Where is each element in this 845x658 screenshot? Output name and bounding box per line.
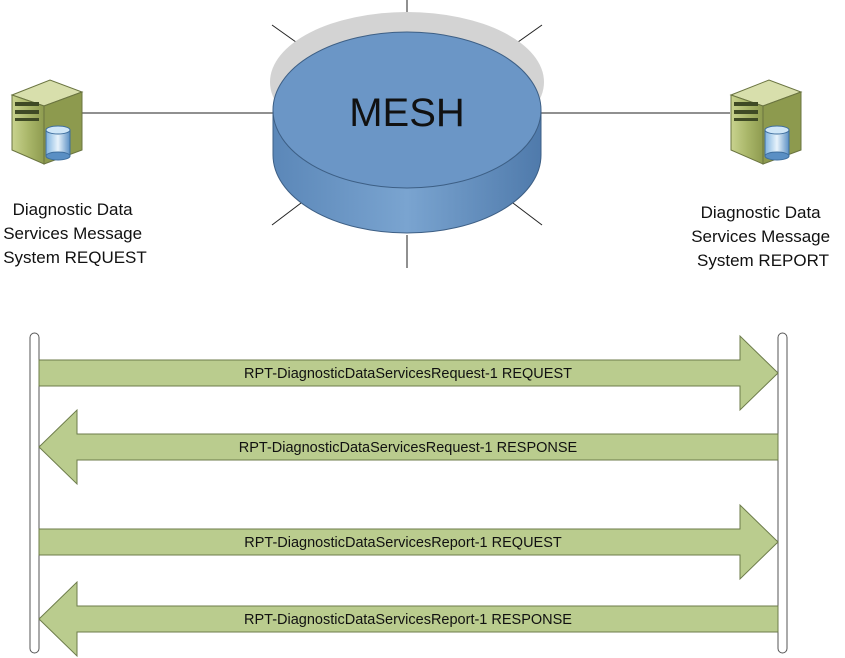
message-label: RPT-DiagnosticDataServicesReport-1 RESPO… (244, 612, 572, 628)
arrow-shape-left (38, 580, 779, 658)
left-node-caption: Diagnostic Data Services Message System … (3, 200, 147, 267)
message-label: RPT-DiagnosticDataServicesReport-1 REQUE… (244, 535, 562, 551)
mesh-hub: MESH (270, 12, 544, 234)
right-server-icon (729, 79, 803, 165)
message-label: RPT-DiagnosticDataServicesRequest-1 REQU… (244, 366, 572, 382)
spoke-bottom-right (508, 199, 543, 226)
message-arrow: RPT-DiagnosticDataServicesRequest-1 RESP… (38, 408, 779, 486)
left-lifeline (29, 332, 40, 654)
right-lifeline (777, 332, 788, 654)
hub-spokes (82, 0, 730, 268)
hub-top (272, 31, 542, 189)
spoke-bottom-left (271, 199, 306, 226)
message-label: RPT-DiagnosticDataServicesRequest-1 RESP… (239, 440, 578, 456)
right-node-caption: Diagnostic Data Services Message System … (691, 203, 835, 270)
arrow-shape-right (38, 334, 779, 412)
message-arrow: RPT-DiagnosticDataServicesRequest-1 REQU… (38, 334, 779, 412)
arrow-shape-left (38, 408, 779, 486)
right-caption-line: Diagnostic Data (701, 203, 822, 222)
left-caption-line: Diagnostic Data (13, 200, 134, 219)
arrow-shape-right (38, 503, 779, 581)
hub-title: MESH (349, 91, 465, 135)
message-arrow: RPT-DiagnosticDataServicesReport-1 REQUE… (38, 503, 779, 581)
right-caption-line: Services Message (691, 227, 830, 246)
left-caption-line: Services Message (3, 224, 142, 243)
left-server-icon (10, 79, 84, 165)
message-arrow: RPT-DiagnosticDataServicesReport-1 RESPO… (38, 580, 779, 658)
right-caption-line: System REPORT (697, 251, 829, 270)
left-caption-line: System REQUEST (3, 248, 147, 267)
